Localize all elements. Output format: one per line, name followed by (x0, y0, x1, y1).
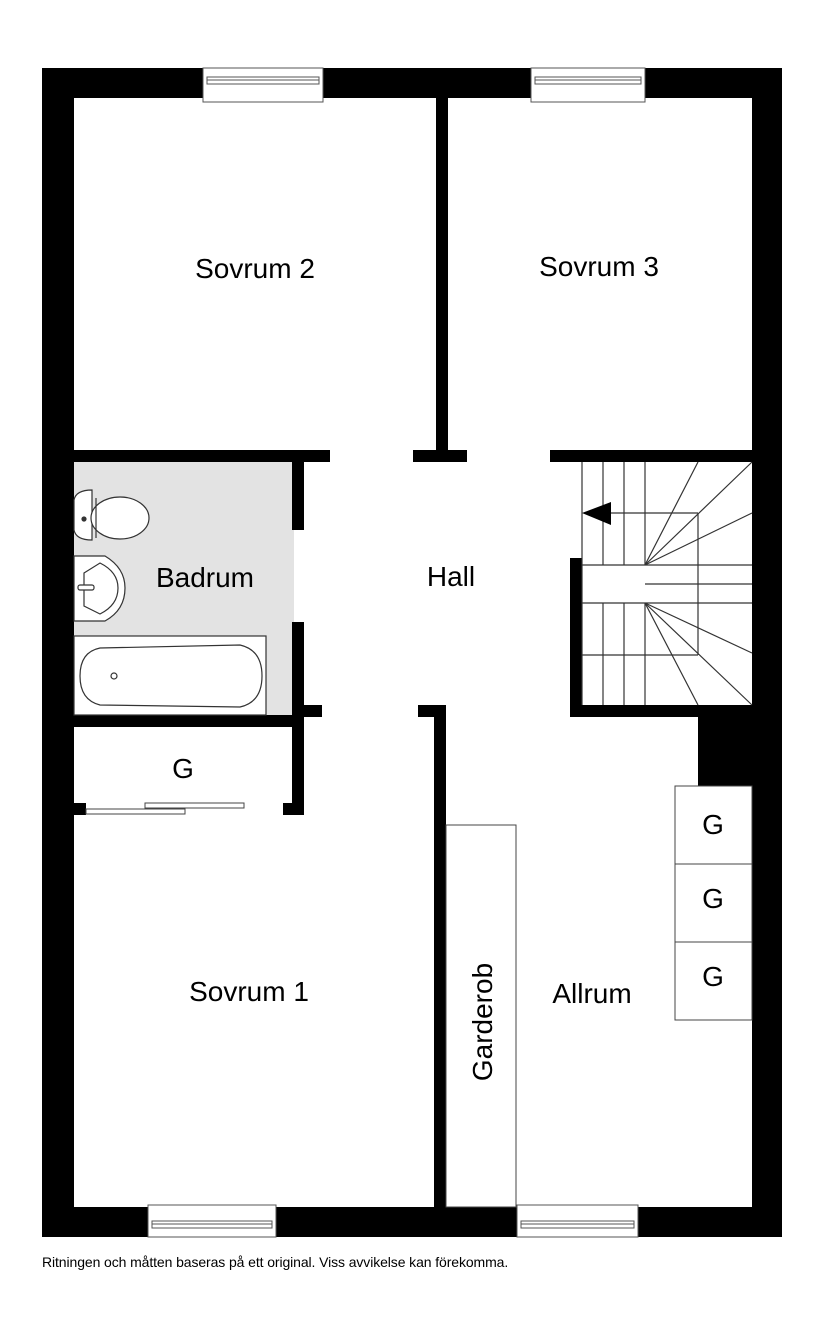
room-label-badrum: Badrum (156, 562, 254, 593)
sliding-doors (85, 802, 245, 815)
interior-walls (74, 98, 752, 1207)
room-label-allrum-closet-3: G (702, 961, 724, 992)
toilet (73, 489, 150, 541)
room-label-allrum-closet-2: G (702, 883, 724, 914)
room-label-allrum: Allrum (552, 978, 631, 1009)
room-label-allrum-closet-1: G (702, 809, 724, 840)
bathtub (73, 635, 267, 716)
allrum-closets (674, 785, 753, 1021)
disclaimer-text: Ritningen och måtten baseras på ett orig… (42, 1254, 509, 1270)
window-top-right (530, 67, 646, 103)
room-label-closet-g: G (172, 753, 194, 784)
room-label-hall: Hall (427, 561, 475, 592)
room-label-garderob: Garderob (467, 963, 498, 1081)
window-bottom-right (516, 1204, 639, 1238)
room-label-sovrum2: Sovrum 2 (195, 253, 315, 284)
garderob-cabinet (445, 824, 517, 1208)
arrow-left-icon (582, 502, 611, 525)
outer-walls (42, 68, 782, 1237)
window-bottom-left (147, 1204, 277, 1238)
window-top-left (202, 67, 324, 103)
room-label-sovrum3: Sovrum 3 (539, 251, 659, 282)
room-label-sovrum1: Sovrum 1 (189, 976, 309, 1007)
sink (73, 555, 126, 622)
staircase (581, 461, 753, 706)
